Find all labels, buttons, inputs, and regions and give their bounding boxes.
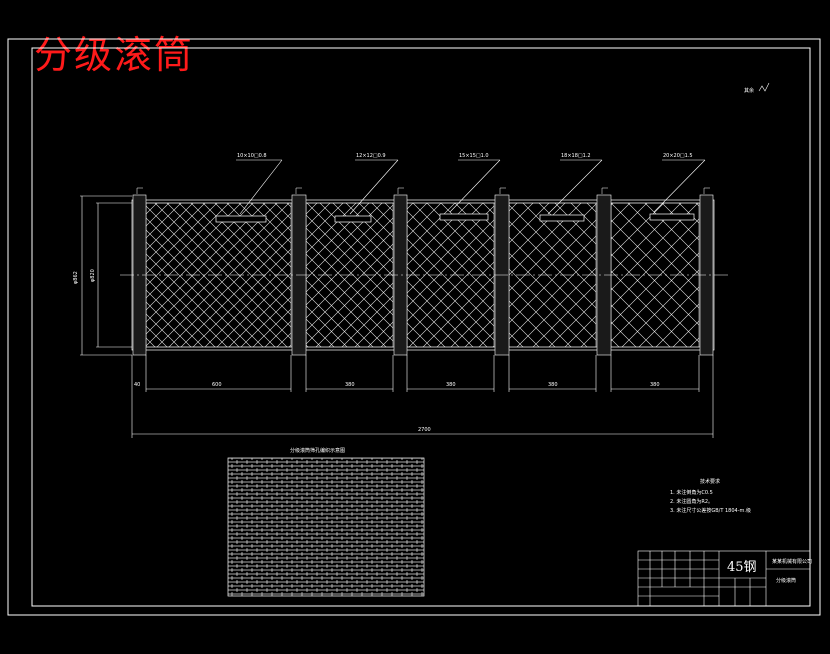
segment-dim: 380 <box>548 382 558 388</box>
tech-req-title: 技术要求 <box>700 478 720 485</box>
segment-dim: 380 <box>650 382 660 388</box>
drawing-title: 分级滚筒 <box>34 33 195 77</box>
segment-dim: 600 <box>212 382 222 388</box>
diameter-dims <box>80 195 132 356</box>
segment-dims <box>131 355 714 438</box>
outer-diameter-dim: φ862 <box>73 271 79 284</box>
segment-label: 20×20□1.5 <box>663 153 693 159</box>
segment-label: 10×10□0.8 <box>237 153 267 159</box>
tech-requirements: 技术要求 1. 未注倒角为C0.5 2. 未注圆角为R2。 3. 未注尺寸公差按… <box>670 478 751 514</box>
weave-table-title: 分级滚筒筛孔编织示意图 <box>290 447 345 454</box>
inner-diameter-dim: φ820 <box>90 269 96 282</box>
tech-req-item: 2. 未注圆角为R2。 <box>670 498 713 505</box>
roughness-note: 其余 <box>744 87 754 94</box>
segment-label: 15×15□1.0 <box>459 153 489 159</box>
segment-dim: 380 <box>345 382 355 388</box>
overall-length-dim: 2700 <box>418 427 431 433</box>
tech-req-item: 1. 未注倒角为C0.5 <box>670 489 713 496</box>
gap-dim: 40 <box>134 382 140 388</box>
title-block <box>637 550 811 607</box>
material-label: 45钢 <box>727 560 757 575</box>
segment-labels: 10×10□0.8 12×12□0.9 15×15□1.0 18×18□1.2 … <box>237 153 693 159</box>
weld-marks <box>215 213 695 223</box>
company-label: 某某机械有限公司 <box>772 558 812 565</box>
segment-label: 18×18□1.2 <box>561 153 591 159</box>
roughness-symbol-icon <box>758 82 770 92</box>
inner-frame <box>31 47 811 607</box>
weave-pattern-table <box>227 457 425 597</box>
segment-dim: 380 <box>446 382 456 388</box>
tech-req-item: 3. 未注尺寸公差按GB/T 1804-m.级 <box>670 507 751 514</box>
drawing-name-label: 分级滚筒 <box>776 577 796 584</box>
outer-frame <box>7 38 821 616</box>
leaders <box>236 159 706 215</box>
segment-label: 12×12□0.9 <box>356 153 386 159</box>
